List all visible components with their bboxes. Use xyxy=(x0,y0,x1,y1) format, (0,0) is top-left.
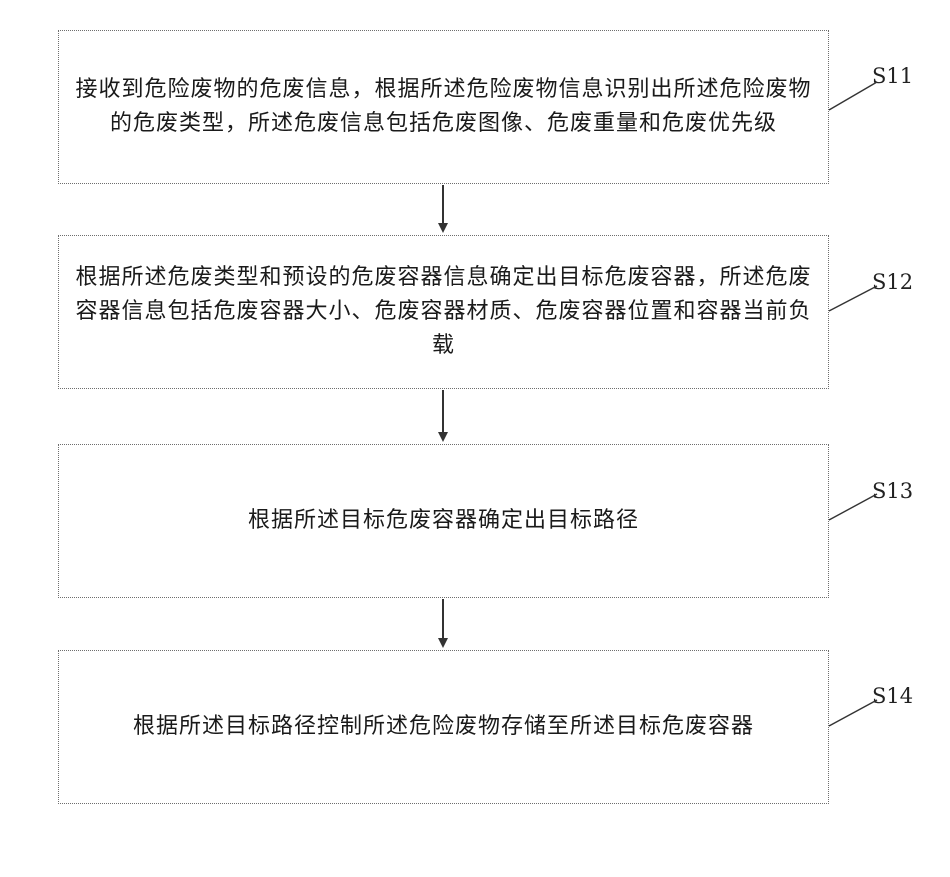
step-label-s11: S11 xyxy=(872,64,913,88)
step-text-s14: 根据所述目标路径控制所述危险废物存储至所述目标危废容器 xyxy=(133,710,754,744)
step-box-s14: 根据所述目标路径控制所述危险废物存储至所述目标危废容器 xyxy=(58,650,829,804)
step-text-s11: 接收到危险废物的危废信息，根据所述危险废物信息识别出所述危险废物的危废类型，所述… xyxy=(71,73,816,141)
step-label-s13: S13 xyxy=(872,479,913,503)
step-label-s14: S14 xyxy=(872,684,913,708)
step-box-s13: 根据所述目标危废容器确定出目标路径 xyxy=(58,444,829,598)
step-text-s13: 根据所述目标危废容器确定出目标路径 xyxy=(248,504,639,538)
leader-line-s11 xyxy=(829,82,877,110)
step-box-s11: 接收到危险废物的危废信息，根据所述危险废物信息识别出所述危险废物的危废类型，所述… xyxy=(58,30,829,184)
leader-line-s13 xyxy=(829,494,877,520)
step-label-s12: S12 xyxy=(872,270,913,294)
leader-line-s14 xyxy=(829,700,877,726)
leader-line-s12 xyxy=(829,286,877,311)
step-text-s12: 根据所述危废类型和预设的危废容器信息确定出目标危废容器，所述危废容器信息包括危废… xyxy=(71,261,816,363)
step-box-s12: 根据所述危废类型和预设的危废容器信息确定出目标危废容器，所述危废容器信息包括危废… xyxy=(58,235,829,389)
